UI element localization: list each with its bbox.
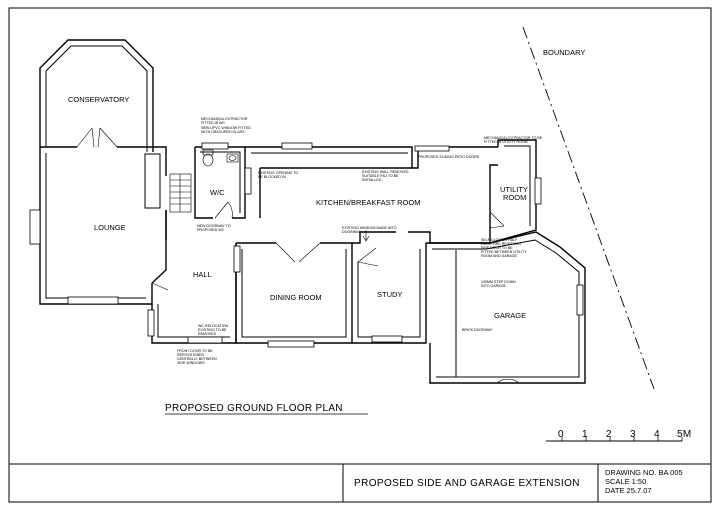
svg-text:ROOM AND GARAGE: ROOM AND GARAGE (481, 254, 518, 258)
utility-door (489, 211, 505, 229)
scale-tick-1: 1 (582, 429, 588, 440)
utility-window (534, 177, 542, 205)
scale-tick-4: 4 (654, 429, 660, 440)
hall-door (151, 269, 169, 291)
svg-text:EXISTING OPENING TO: EXISTING OPENING TO (258, 171, 298, 175)
svg-text:SUITABLE RSJ TO BE: SUITABLE RSJ TO BE (362, 174, 399, 178)
sheet-border (8, 7, 712, 503)
wc-door (214, 201, 233, 219)
svg-text:NEW UPVC WINDOW FITTED: NEW UPVC WINDOW FITTED (201, 126, 251, 130)
scale-tick-0: 0 (558, 429, 564, 440)
drawing-scale: SCALE 1:50 (605, 477, 646, 486)
room-label-garage: GARAGE (494, 311, 526, 320)
svg-text:MECHANICAL EXTRACTOR TO BE: MECHANICAL EXTRACTOR TO BE (484, 136, 543, 140)
svg-text:SELF CLOSING HALF: SELF CLOSING HALF (481, 238, 518, 242)
svg-text:FIRE DOOR TO BE: FIRE DOOR TO BE (481, 246, 513, 250)
toilet-icon (202, 149, 214, 167)
svg-text:INTO GARAGE: INTO GARAGE (481, 284, 506, 288)
scale-tick-2: 2 (606, 429, 612, 440)
hall-side-window (147, 309, 155, 337)
boundary-label: BOUNDARY (543, 48, 585, 57)
wc-window (201, 142, 229, 150)
room-label-hall: HALL (193, 270, 212, 279)
utility-walls (489, 139, 537, 244)
svg-text:CENTRALLY BETWEEN: CENTRALLY BETWEEN (177, 357, 217, 361)
room-label-study: STUDY (377, 290, 402, 299)
dining-side-window (233, 245, 241, 273)
svg-text:HOUR FIRE RESISTANT: HOUR FIRE RESISTANT (481, 242, 522, 246)
title-block: PROPOSED SIDE AND GARAGE EXTENSION DRAWI… (9, 463, 711, 502)
basin-icon (226, 153, 239, 163)
svg-text:SIDE WINDOWS: SIDE WINDOWS (177, 361, 205, 365)
lounge-front-window (67, 296, 119, 305)
lounge-side-window (29, 209, 41, 245)
conservatory-walls (39, 39, 154, 152)
room-label-kitchen: KITCHEN/BREAKFAST ROOM (316, 198, 420, 207)
conservatory-doors (76, 127, 118, 148)
svg-text:FRONT DOOR TO BE: FRONT DOOR TO BE (177, 349, 213, 353)
drawing-date: DATE 25.7.07 (605, 486, 652, 495)
wc-side-window (244, 167, 252, 195)
drawing-number: DRAWING NO. BA 005 (605, 468, 683, 477)
svg-text:EXISTING WINDOW MADE INTO: EXISTING WINDOW MADE INTO (342, 226, 397, 230)
study-front-window (371, 335, 403, 343)
study-door (357, 247, 379, 267)
svg-text:WC RELOCATION: WC RELOCATION (198, 324, 228, 328)
garage-walls (426, 231, 586, 384)
room-label-lounge: LOUNGE (94, 223, 126, 232)
annotations: MECHANICAL EXTRACTOR FITTED IN WC NEW UP… (177, 117, 543, 365)
scale-bar: 0 1 2 3 4 5M (546, 429, 692, 442)
svg-text:EXISTING WALL REMOVED: EXISTING WALL REMOVED (362, 170, 409, 174)
svg-text:EXISTING TO BE: EXISTING TO BE (198, 328, 227, 332)
project-title: PROPOSED SIDE AND GARAGE EXTENSION (354, 478, 580, 489)
room-label-wc: W/C (210, 188, 225, 197)
svg-text:BE BLOCKED IN: BE BLOCKED IN (258, 175, 286, 179)
garage-side-window (576, 284, 584, 316)
svg-text:PROPOSED WC: PROPOSED WC (197, 228, 225, 232)
svg-text:NEW DOORWAY TO: NEW DOORWAY TO (197, 224, 231, 228)
room-label-dining: DINING ROOM (270, 293, 322, 302)
svg-text:FITTED IN UTILITY ROOM: FITTED IN UTILITY ROOM (484, 140, 528, 144)
dining-front-window (267, 340, 315, 348)
room-label-utility-2: ROOM (503, 193, 526, 202)
svg-text:MECHANICAL EXTRACTOR: MECHANICAL EXTRACTOR (201, 117, 248, 121)
patio-doors (414, 145, 450, 152)
svg-text:BRICK DOORWAY: BRICK DOORWAY (462, 328, 493, 332)
wc-walls (194, 146, 246, 219)
scale-tick-3: 3 (630, 429, 636, 440)
svg-text:FITTED BETWEEN UTILITY: FITTED BETWEEN UTILITY (481, 250, 527, 254)
svg-text:FITTED IN WC: FITTED IN WC (201, 121, 226, 125)
svg-text:INSTALLED: INSTALLED (362, 178, 382, 182)
kitchen-dining-door (275, 242, 321, 263)
staircase (169, 173, 192, 213)
plan-title: PROPOSED GROUND FLOOR PLAN (165, 403, 343, 414)
svg-text:REPOSITIONED: REPOSITIONED (177, 353, 205, 357)
room-label-utility-1: UTILITY (500, 185, 528, 194)
scale-tick-5: 5M (677, 429, 692, 440)
svg-text:100MM STEP DOWN: 100MM STEP DOWN (481, 280, 516, 284)
svg-text:PROPOSED SLIDING PATIO DOORS: PROPOSED SLIDING PATIO DOORS (418, 155, 480, 159)
svg-text:REMOVED: REMOVED (198, 332, 217, 336)
garage-door (496, 378, 520, 384)
room-label-conservatory: CONSERVATORY (68, 95, 129, 104)
svg-text:WITH OBSCURED GLASS: WITH OBSCURED GLASS (201, 130, 245, 134)
boundary-line (522, 26, 655, 390)
hall-front-door (187, 336, 223, 344)
kitchen-window (281, 142, 313, 150)
arrow-indicator (362, 230, 370, 242)
svg-text:DOORWAY: DOORWAY (342, 230, 361, 234)
